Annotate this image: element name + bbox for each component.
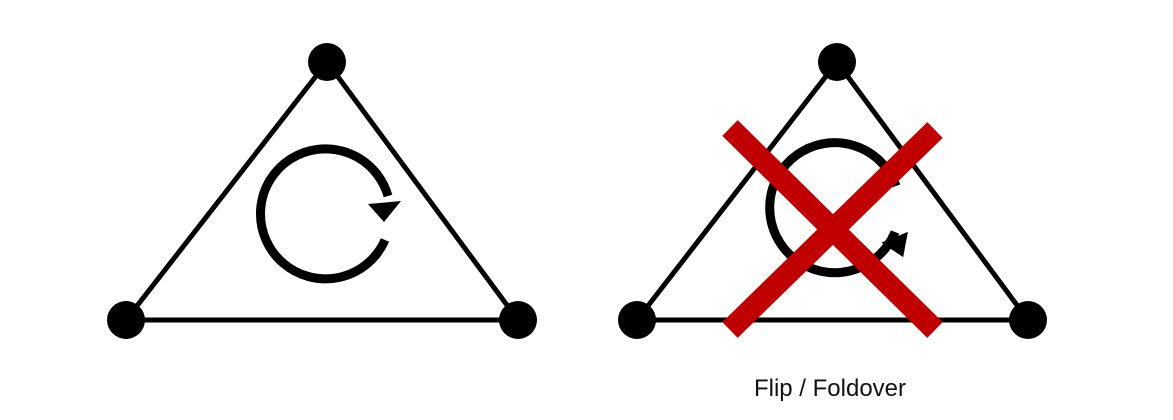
- vertex-bottom-right: [499, 301, 537, 339]
- red-cross-icon: [722, 120, 943, 338]
- valid-triangle-panel: [107, 43, 537, 339]
- counterclockwise-arrow-icon: [765, 138, 908, 278]
- vertex-top: [308, 43, 346, 81]
- vertex-bottom-left: [618, 301, 656, 339]
- vertex-top: [818, 43, 856, 81]
- vertex-bottom-right: [1009, 301, 1047, 339]
- flipped-triangle-panel: [618, 43, 1047, 339]
- flip-foldover-caption: Flip / Foldover: [753, 375, 907, 402]
- vertex-bottom-left: [107, 301, 145, 339]
- valid-triangle-edges: [123, 59, 521, 323]
- flipped-triangle-edges: [634, 59, 1031, 323]
- clockwise-arrow-icon: [256, 144, 401, 284]
